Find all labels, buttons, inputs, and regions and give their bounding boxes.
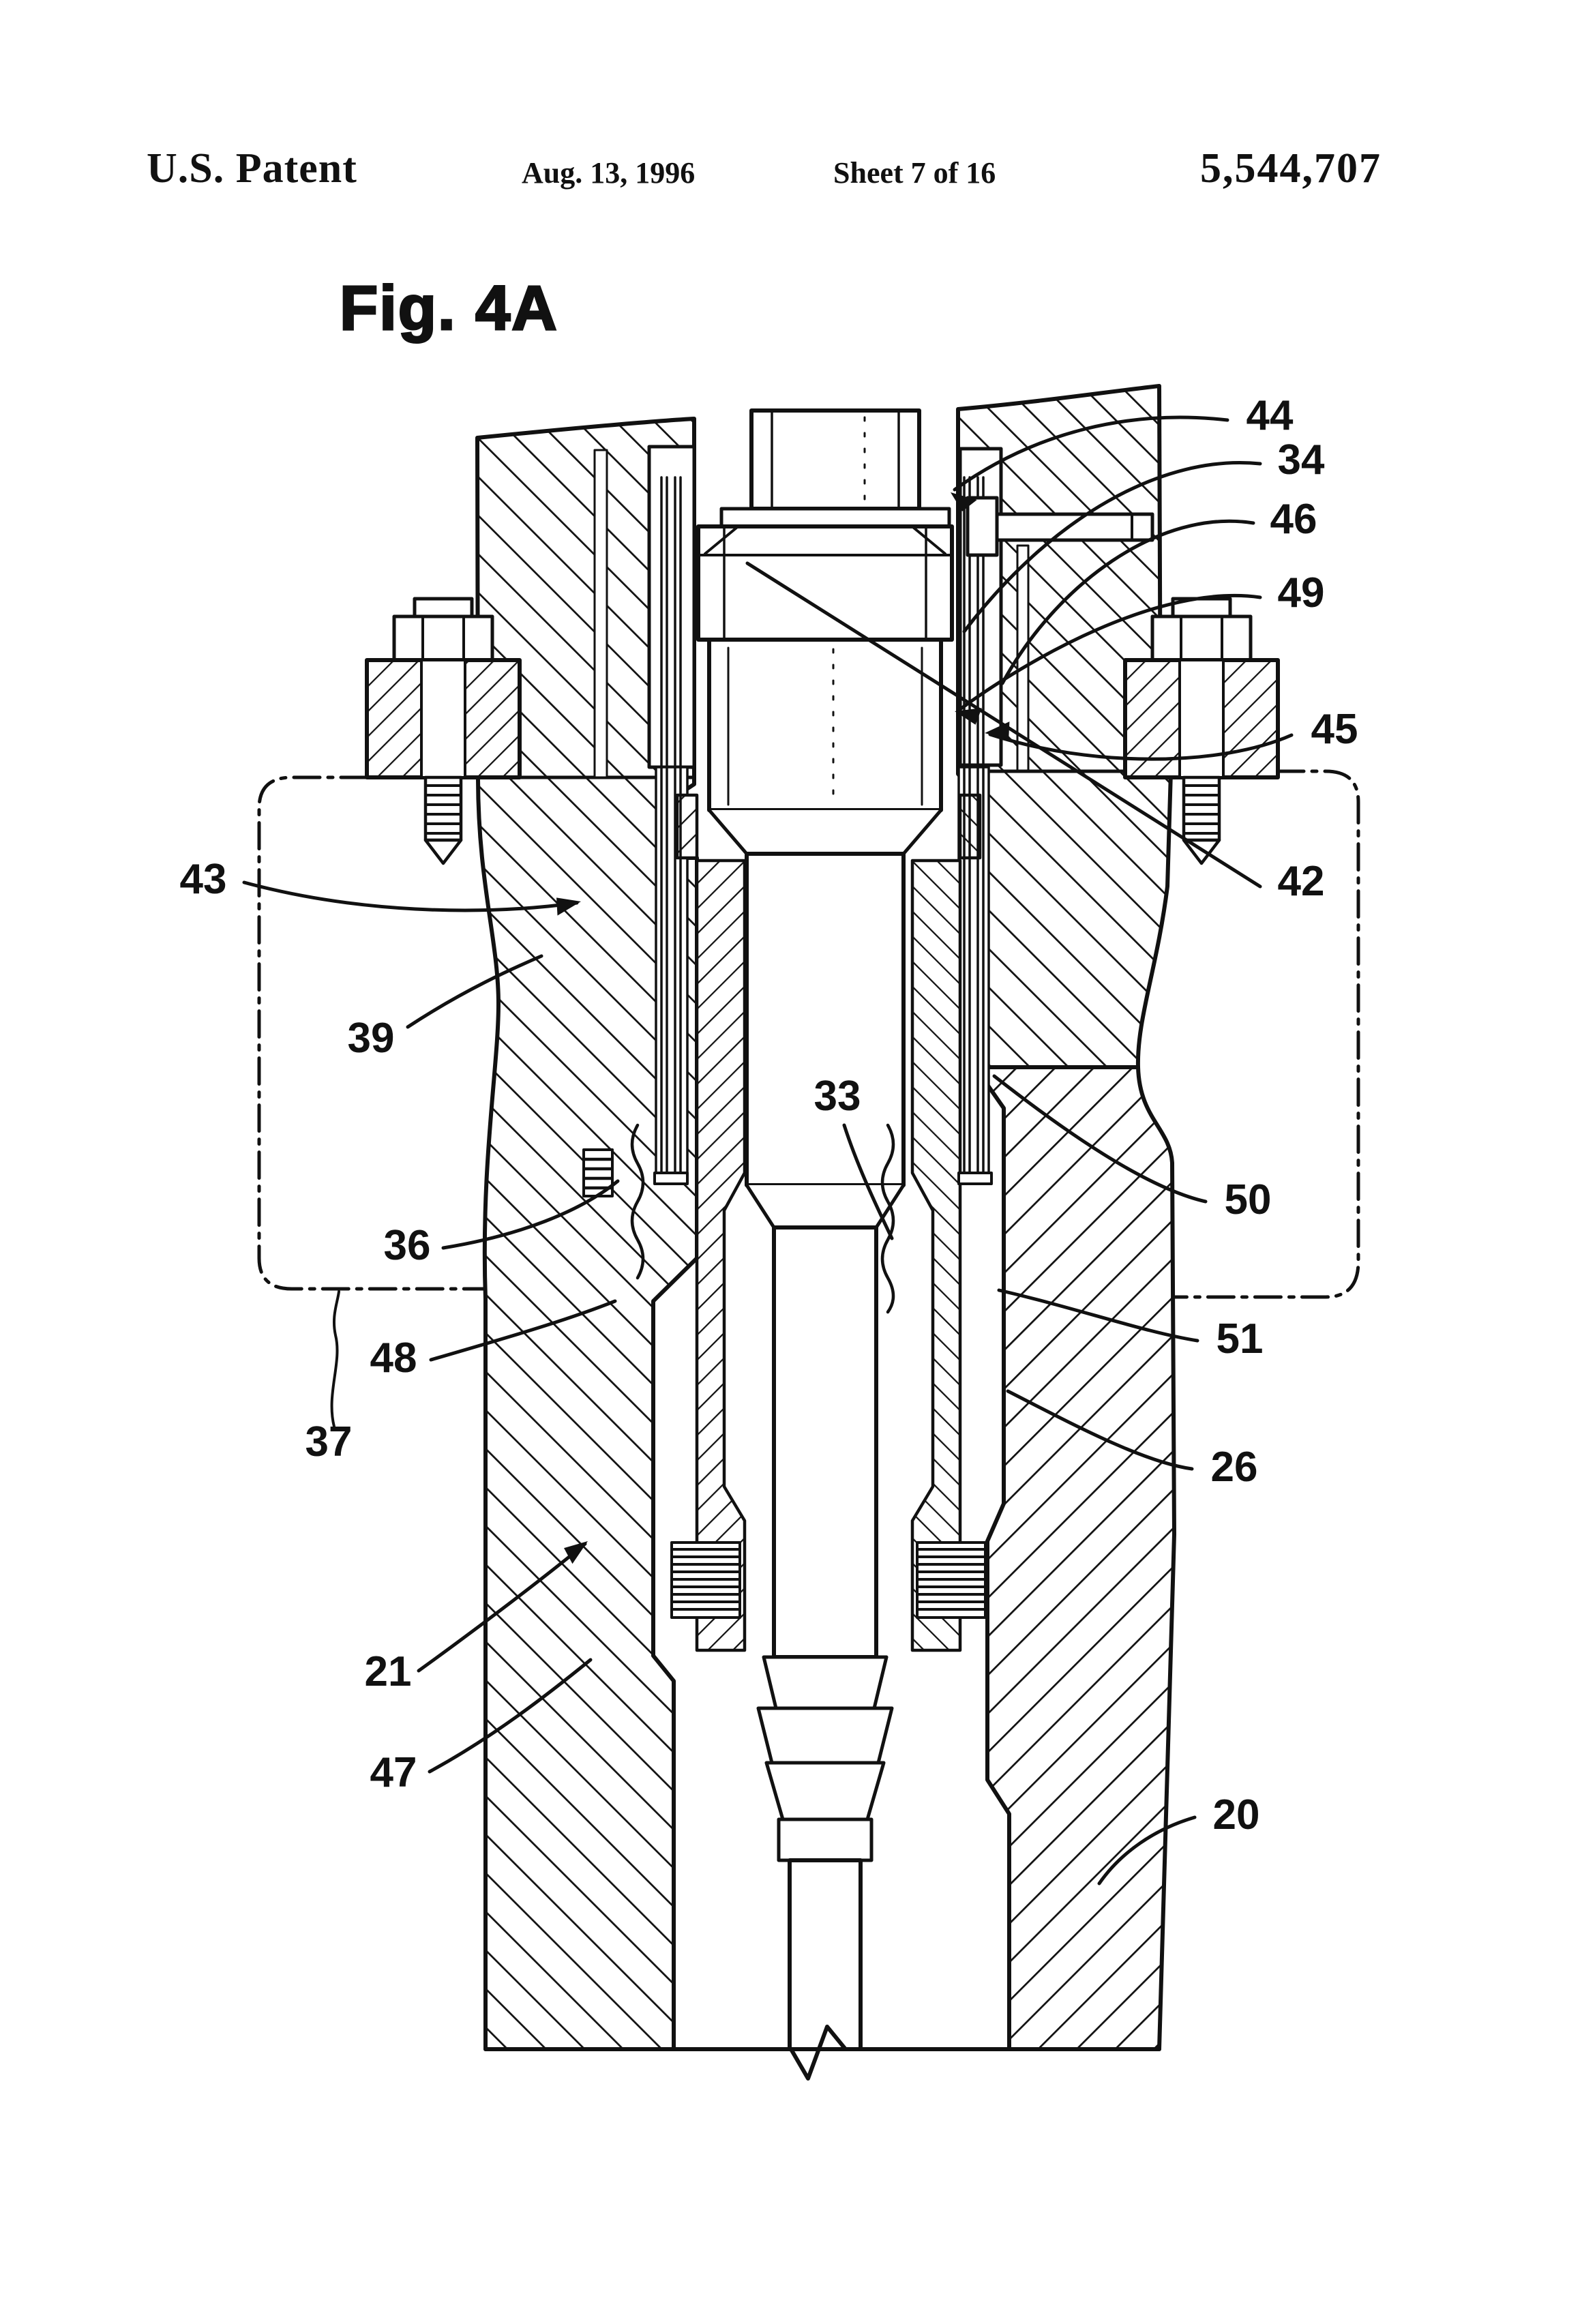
lock-pin	[966, 496, 1154, 557]
arrowhead-49	[955, 708, 982, 725]
leader-46	[1000, 519, 1255, 685]
housing-right-lower	[973, 1065, 1176, 2051]
housing-section	[475, 384, 1176, 2051]
leader-39	[406, 954, 543, 1029]
ref-label-39: 39	[348, 1015, 395, 1062]
right-bolt-shank	[1182, 775, 1221, 865]
left-bolt-shank	[423, 775, 463, 865]
reference-numerals: 44 34 46 49 45 42 43 39 33 50 36 48 51 3…	[180, 392, 1358, 1838]
ref-label-43: 43	[180, 856, 227, 903]
leader-37	[330, 1290, 340, 1428]
figure-caption: Fig. 4A	[339, 273, 558, 344]
mandrel-upper-body	[707, 638, 943, 812]
ref-label-26: 26	[1211, 1444, 1258, 1491]
ref-label-33: 33	[814, 1073, 861, 1120]
leader-47	[428, 1658, 593, 1774]
right-bolt-hex-head	[1150, 614, 1253, 662]
ref-label-36: 36	[384, 1222, 431, 1269]
leader-48	[429, 1299, 617, 1362]
ref-label-46: 46	[1270, 496, 1317, 543]
patent-header-title: U.S. Patent	[147, 145, 357, 192]
mandrel-lower-stem	[772, 1225, 878, 1659]
arrowhead-44	[951, 492, 977, 511]
mandrel-assembly	[696, 408, 954, 2051]
leader-36	[441, 1179, 620, 1250]
right-thread-block	[916, 1541, 987, 1619]
upper-collar	[696, 524, 954, 642]
leader-49	[958, 593, 1262, 711]
right-inner-sleeve	[910, 859, 962, 1652]
ref-label-21: 21	[365, 1648, 412, 1695]
leader-45	[988, 732, 1294, 761]
phantom-left	[257, 775, 488, 1291]
inner-sleeves	[675, 793, 982, 1652]
stem-coupling	[756, 1655, 894, 1821]
ref-label-45: 45	[1311, 706, 1358, 753]
ref-label-34: 34	[1278, 436, 1325, 483]
left-bolt-hex-head	[392, 614, 494, 662]
threaded-sections	[670, 1541, 987, 1619]
housing-left-wall	[475, 417, 699, 2051]
ref-label-20: 20	[1213, 1791, 1260, 1838]
ref-label-48: 48	[370, 1335, 417, 1382]
leader-21	[417, 1542, 587, 1673]
left-inner-sleeve	[695, 859, 747, 1652]
phantom-right	[1172, 769, 1360, 1299]
top-tube	[719, 408, 951, 528]
phantom-flange-outlines	[257, 769, 1360, 1299]
bottom-break-line	[483, 2025, 1161, 2081]
leader-43	[242, 880, 579, 912]
ref-label-50: 50	[1225, 1176, 1272, 1223]
leader-44	[953, 415, 1229, 492]
stem-tail	[788, 1858, 863, 2051]
arrowhead-45	[985, 721, 1010, 740]
leader-51	[997, 1288, 1199, 1343]
patent-header-sheet: Sheet 7 of 16	[833, 156, 996, 190]
ref-label-42: 42	[1278, 858, 1325, 905]
ref-label-37: 37	[305, 1418, 353, 1465]
wave-spring-parts	[582, 1123, 895, 1314]
arrowhead-21	[564, 1541, 588, 1564]
leader-34	[962, 461, 1262, 634]
leader-20	[1097, 1815, 1197, 1886]
patent-header-date: Aug. 13, 1996	[522, 156, 696, 190]
ref-label-49: 49	[1278, 569, 1325, 616]
mandrel-stem	[745, 852, 906, 1187]
leader-26	[1006, 1389, 1194, 1471]
arrowhead-43	[556, 897, 581, 916]
leader-33	[842, 1123, 894, 1240]
left-bolt-cap	[413, 597, 474, 619]
left-thread-block	[670, 1541, 741, 1619]
ref-label-47: 47	[370, 1749, 417, 1796]
stem-ring-collar	[777, 1817, 874, 1862]
leader-arrowheads	[556, 492, 1010, 1564]
patent-header-number: 5,544,707	[1200, 145, 1382, 192]
left-bolt-assembly	[365, 597, 522, 865]
leader-50	[992, 1074, 1208, 1204]
guide-rods	[653, 476, 993, 1185]
ref-label-51: 51	[1217, 1315, 1264, 1362]
ref-label-44: 44	[1247, 392, 1294, 439]
